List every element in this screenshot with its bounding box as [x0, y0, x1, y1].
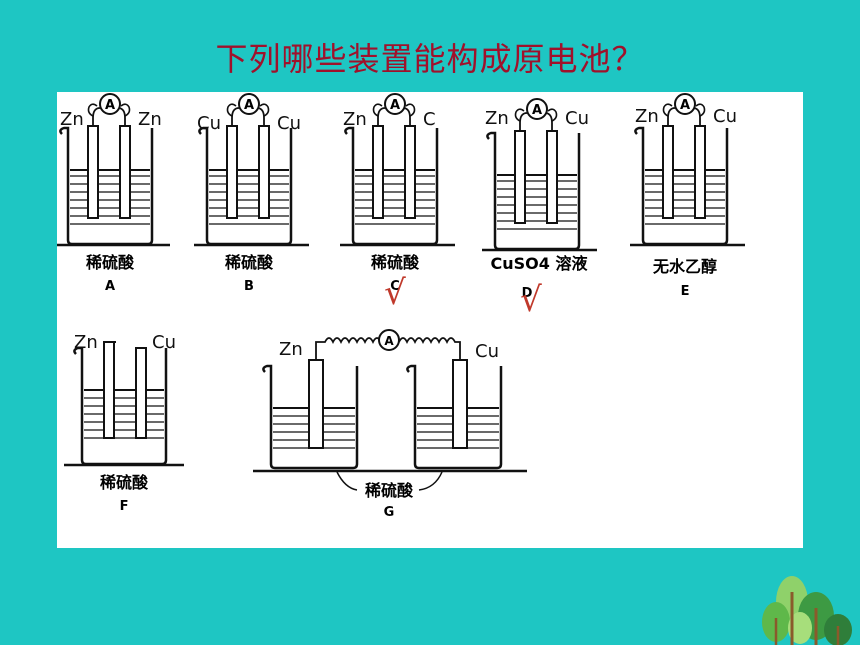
electrode-right-f: Cu — [152, 332, 176, 353]
electrode-left-g: Zn — [279, 339, 303, 360]
letter-a: A — [105, 279, 115, 294]
meter-label-b: A — [244, 98, 254, 113]
electrode-left-f: Zn — [74, 332, 98, 353]
electrode-left-c: Zn — [343, 109, 367, 130]
beaker-c: A Zn C 稀硫酸 C √ — [338, 93, 457, 313]
electrode-right-a: Zn — [138, 109, 162, 130]
page-title: 下列哪些装置能构成原电池？ — [215, 40, 645, 78]
solution-label-d: CuSO4 溶液 — [491, 254, 589, 273]
letter-b: B — [244, 279, 254, 294]
solution-label-c: 稀硫酸 — [371, 253, 420, 272]
solution-label-b: 稀硫酸 — [225, 253, 274, 272]
solution-label-g: 稀硫酸 — [365, 481, 414, 500]
electrode-right-e: Cu — [713, 106, 737, 127]
tree-decoration — [762, 576, 852, 645]
beaker-g: A Zn Cu 稀硫酸 G — [253, 329, 527, 520]
electrode-left-b: Cu — [197, 113, 221, 134]
apparatus-diagram: A Zn Zn 稀硫酸 A A Cu Cu 稀硫酸 B A Zn C 稀硫酸 C… — [57, 93, 747, 520]
beaker-f: Zn Cu 稀硫酸 F — [64, 332, 184, 514]
electrode-right-d: Cu — [565, 108, 589, 129]
electrode-left-d: Zn — [485, 108, 509, 129]
solution-label-a: 稀硫酸 — [86, 253, 135, 272]
electrode-right-b: Cu — [277, 113, 301, 134]
letter-f: F — [120, 499, 129, 514]
beaker-b: A Cu Cu 稀硫酸 B — [192, 93, 311, 294]
check-mark-c: √ — [384, 273, 406, 313]
electrode-left-a: Zn — [60, 109, 84, 130]
meter-label-d: A — [532, 103, 542, 118]
meter-label-a: A — [105, 98, 115, 113]
letter-c: C — [390, 279, 400, 294]
electrode-right-g: Cu — [475, 341, 499, 362]
beaker-a: A Zn Zn 稀硫酸 A — [57, 93, 172, 294]
meter-label-g: A — [384, 334, 394, 348]
electrode-left-e: Zn — [635, 106, 659, 127]
solution-label-e: 无水乙醇 — [652, 257, 717, 276]
letter-g: G — [384, 505, 395, 520]
meter-label-e: A — [680, 98, 690, 113]
letter-d: D — [522, 286, 533, 301]
meter-label-c: A — [390, 98, 400, 113]
diagram-panel: A Zn Zn 稀硫酸 A A Cu Cu 稀硫酸 B A Zn C 稀硫酸 C… — [57, 92, 803, 548]
electrode-right-c: C — [423, 109, 436, 130]
letter-e: E — [681, 284, 690, 299]
beaker-d: A Zn Cu CuSO4 溶液 D √ — [480, 98, 599, 320]
beaker-e: A Zn Cu 无水乙醇 E — [628, 93, 747, 299]
solution-label-f: 稀硫酸 — [100, 473, 149, 492]
check-mark-d: √ — [520, 280, 542, 320]
